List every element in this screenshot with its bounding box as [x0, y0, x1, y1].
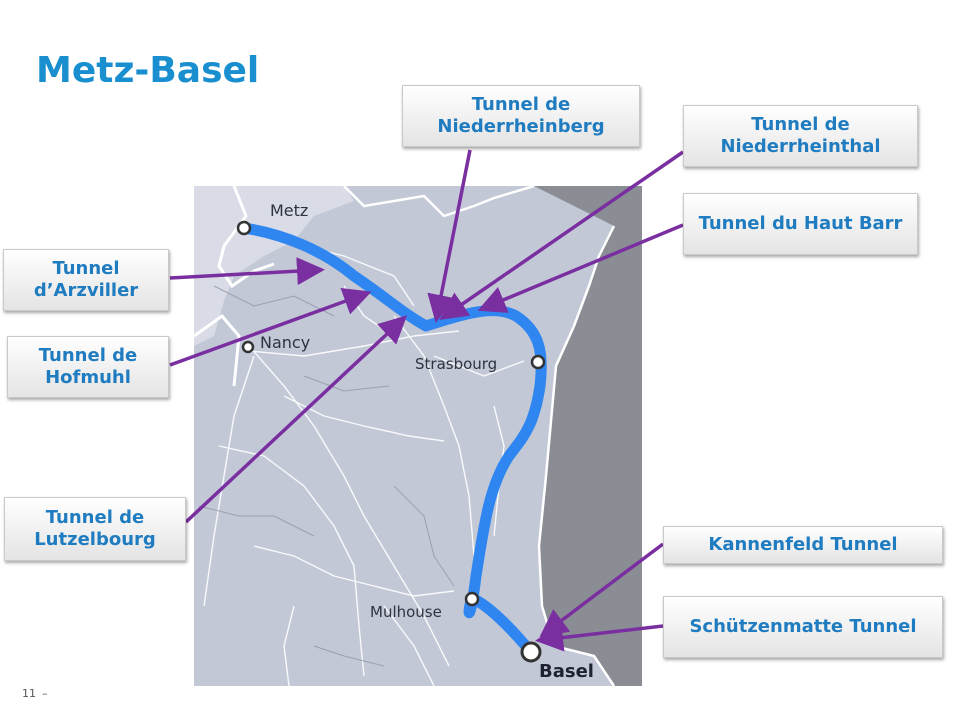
callout-kannenfeld-tunnel: Kannenfeld Tunnel	[663, 526, 943, 564]
callout-tunnel-niederrheinthal: Tunnel de Niederrheinthal	[683, 105, 918, 167]
slide-title: Metz-Basel	[36, 50, 260, 91]
callout-tunnel-arzviller: Tunnel d’Arzviller	[3, 249, 169, 311]
route-map: Metz Nancy Strasbourg Mulhouse Basel	[194, 186, 642, 686]
page-separator: –	[42, 687, 48, 700]
city-label-strasbourg: Strasbourg	[415, 355, 497, 373]
callout-tunnel-lutzelbourg: Tunnel de Lutzelbourg	[4, 497, 186, 561]
callout-schutzenmatte-tunnel: Schützenmatte Tunnel	[663, 596, 943, 658]
callout-tunnel-haut-barr: Tunnel du Haut Barr	[683, 193, 918, 255]
city-label-nancy: Nancy	[260, 333, 310, 352]
callout-tunnel-niederrheinberg: Tunnel de Niederrheinberg	[402, 85, 640, 147]
city-label-mulhouse: Mulhouse	[370, 603, 442, 621]
city-label-metz: Metz	[270, 201, 308, 220]
city-label-basel: Basel	[539, 661, 594, 682]
page-number: 11	[22, 687, 36, 700]
callout-tunnel-hofmuhl: Tunnel de Hofmuhl	[7, 336, 169, 398]
